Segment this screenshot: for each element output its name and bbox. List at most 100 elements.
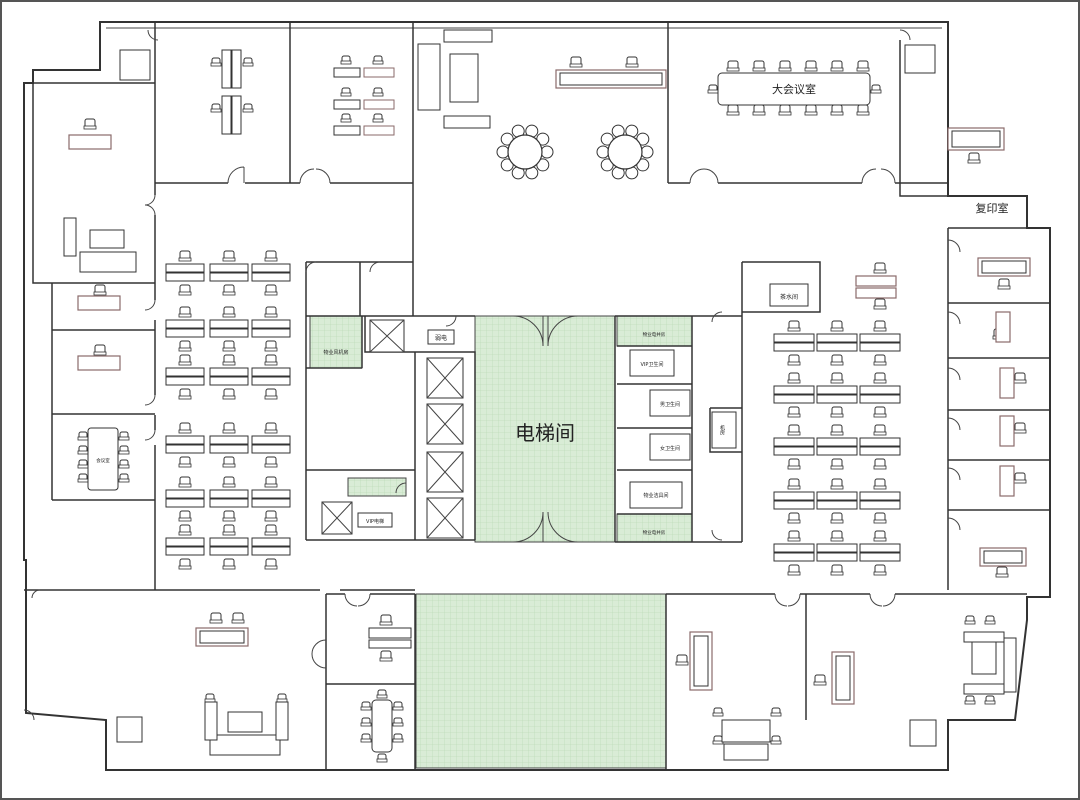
chair-back [264, 531, 278, 536]
chair-back [830, 519, 844, 524]
chair-back [830, 67, 844, 72]
chair [77, 431, 89, 441]
chair [204, 693, 216, 703]
chair-back [264, 291, 278, 296]
chair [830, 564, 844, 576]
chair [222, 510, 236, 522]
desk-left [333, 125, 361, 136]
chair-back [178, 257, 192, 262]
chair [222, 340, 236, 352]
chair-back [787, 379, 801, 384]
chair [873, 354, 887, 366]
desk-pair [209, 422, 249, 468]
desk-pair-vertical [210, 95, 254, 135]
chair-back [77, 436, 89, 441]
chair-back [340, 92, 352, 97]
label-tea-room: 茶水间 [780, 293, 798, 301]
chair [209, 612, 223, 624]
chair [231, 612, 245, 624]
chair-back [787, 431, 801, 436]
desk-pair [251, 354, 291, 400]
chair [372, 113, 384, 123]
chair [712, 707, 724, 717]
desk-pair [859, 372, 901, 418]
chair-back [830, 485, 844, 490]
chair-back [178, 347, 192, 352]
chair-back [209, 619, 223, 624]
desk-top [209, 435, 249, 445]
chair [178, 284, 192, 296]
desk-top [773, 437, 815, 447]
chair-back [1013, 479, 1027, 484]
chair [997, 278, 1011, 290]
chair [340, 87, 352, 97]
chair-back [222, 313, 236, 318]
desk-pair [165, 476, 205, 522]
desk-top [209, 319, 249, 329]
chair-back [264, 395, 278, 400]
chair [873, 530, 887, 542]
chair-back [392, 722, 404, 727]
desk-pair [165, 306, 205, 352]
desk-top [165, 435, 205, 445]
chair-back [392, 706, 404, 711]
chair-back [264, 429, 278, 434]
chair-back [77, 478, 89, 483]
label-small-meeting: 会议室 [96, 457, 110, 464]
desk-pair [773, 320, 815, 366]
chair [178, 524, 192, 536]
elevator-shaft [321, 501, 353, 535]
chair [178, 456, 192, 468]
chair-back [830, 431, 844, 436]
desk-pair [333, 55, 395, 78]
desk-top [251, 367, 291, 377]
chair [242, 103, 254, 113]
chair [778, 60, 792, 72]
desk-pair [333, 113, 395, 136]
round-chair [496, 145, 510, 159]
desk-pair [209, 250, 249, 296]
chair-back [178, 429, 192, 434]
chair [870, 84, 882, 94]
chair [984, 695, 996, 705]
chair [625, 56, 639, 68]
chair-back [118, 450, 130, 455]
label-mens-restroom: 男卫生间 [660, 401, 680, 408]
desk-top [165, 319, 205, 329]
desk-pair [773, 372, 815, 418]
chair-back [984, 620, 996, 625]
desk-pair [859, 424, 901, 470]
chair [830, 60, 844, 72]
chair [242, 57, 254, 67]
chair [264, 354, 278, 366]
chair-back [726, 67, 740, 72]
desk-pair [209, 476, 249, 522]
chair-back [870, 89, 882, 94]
chair-back [93, 291, 107, 296]
chair [787, 478, 801, 490]
desk-top [859, 437, 901, 447]
chair [118, 459, 130, 469]
chair [787, 424, 801, 436]
chair [264, 456, 278, 468]
chair-back [804, 67, 818, 72]
desk-pair [209, 306, 249, 352]
desk-bottom [859, 500, 901, 510]
chair [222, 388, 236, 400]
chair [1013, 422, 1027, 434]
chair [770, 735, 782, 745]
chair [210, 57, 222, 67]
desk-top [251, 489, 291, 499]
chair [830, 512, 844, 524]
desk-pair [251, 306, 291, 352]
chair-back [830, 379, 844, 384]
elevator-shaft [369, 319, 405, 353]
desk-bottom [209, 444, 249, 454]
desk-top [251, 435, 291, 445]
chair-back [178, 395, 192, 400]
chair-back [118, 464, 130, 469]
desk-top [816, 543, 858, 553]
label-big-meeting-room: 大会议室 [772, 82, 816, 96]
chair [376, 689, 388, 699]
